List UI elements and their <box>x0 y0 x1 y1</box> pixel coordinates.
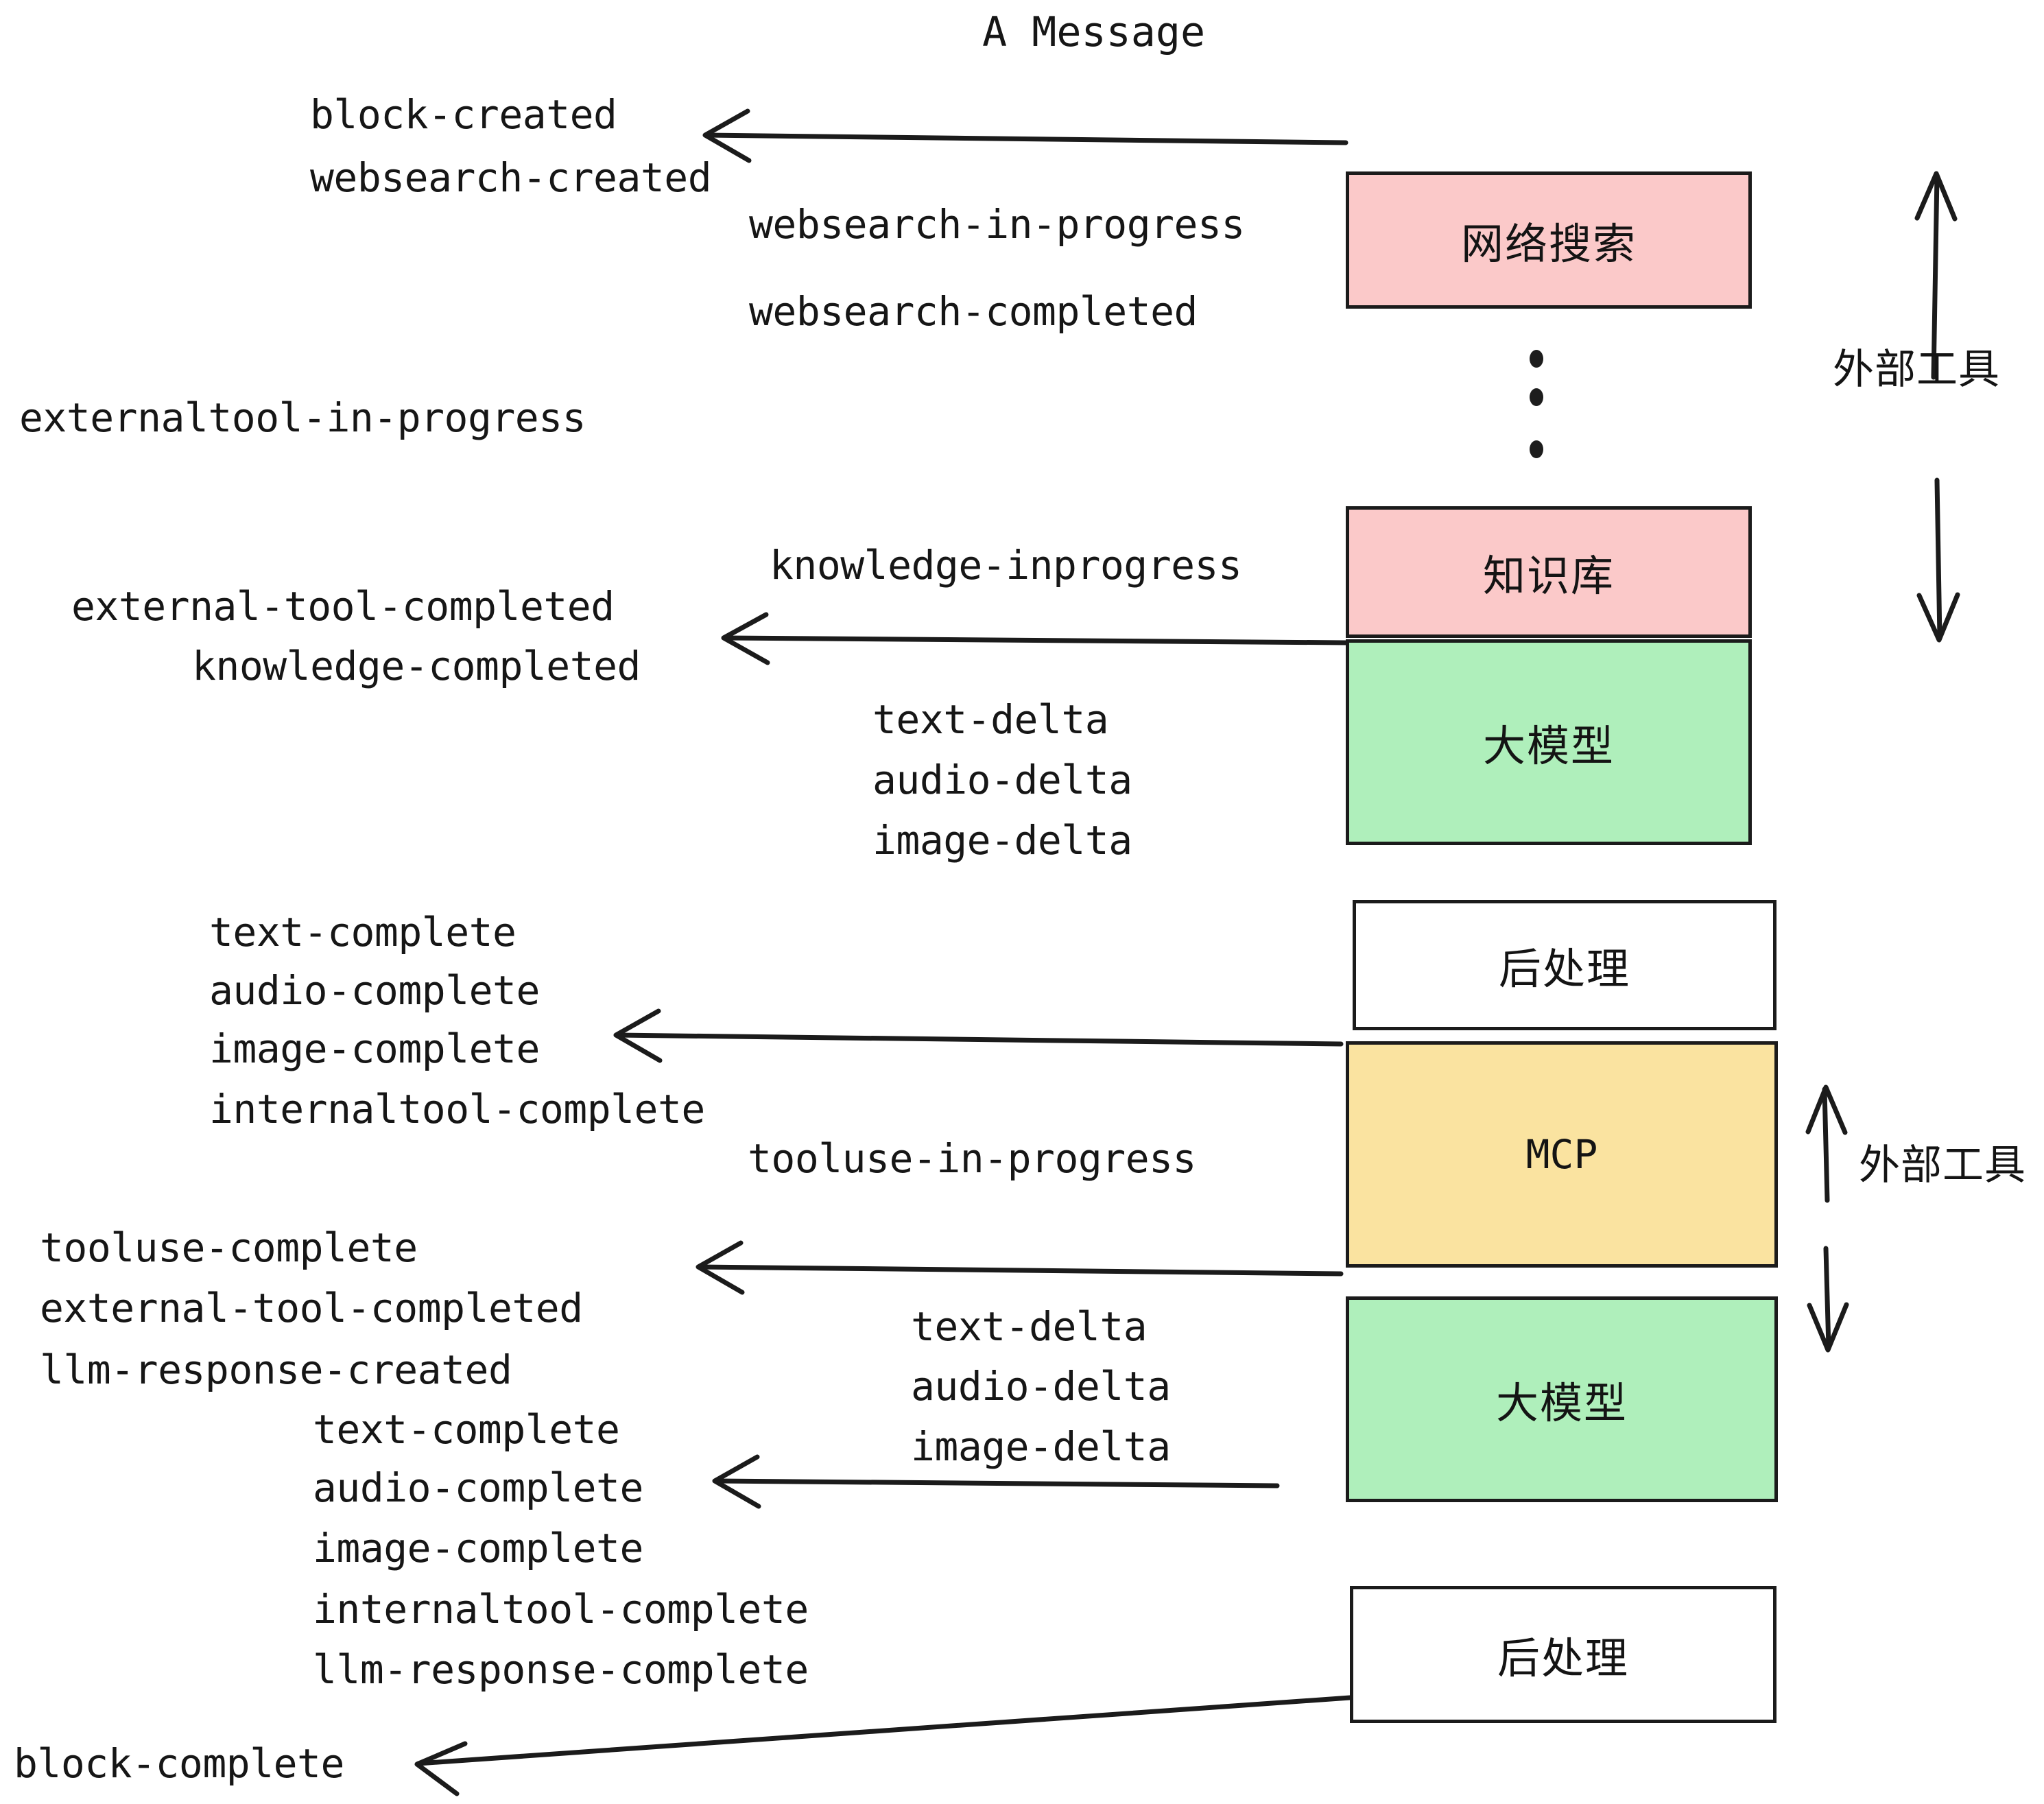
event-label-image-complete-2: image-complete <box>313 1525 643 1571</box>
event-label-websearch-in-progress: websearch-in-progress <box>749 201 1245 248</box>
event-label-image-complete-1: image-complete <box>209 1025 540 1072</box>
node-websearch[interactable]: 网络搜索 <box>1346 171 1752 309</box>
event-label-block-created: block-created <box>310 91 617 138</box>
side-label-external-tool-bottom: 外部工具 <box>1859 1141 2026 1189</box>
node-mcp-label: MCP <box>1525 1131 1598 1178</box>
event-label-llm-response-created: llm-response-created <box>40 1346 512 1393</box>
event-label-text-complete-2: text-complete <box>313 1406 620 1453</box>
event-label-text-delta-1: text-delta <box>872 696 1109 743</box>
event-label-knowledge-completed: knowledge-completed <box>192 643 641 689</box>
side-label-external-tool-top: 外部工具 <box>1833 346 2000 394</box>
node-knowledge-label: 知识库 <box>1482 551 1615 601</box>
event-label-text-delta-2: text-delta <box>911 1303 1148 1350</box>
page-title: A Message <box>982 8 1206 56</box>
event-label-text-complete-1: text-complete <box>209 909 516 956</box>
event-label-external-tool-completed-1: external-tool-completed <box>71 583 615 630</box>
ellipsis-dot <box>1530 350 1543 368</box>
node-llm-bottom[interactable]: 大模型 <box>1346 1296 1778 1502</box>
event-label-audio-complete-1: audio-complete <box>209 967 540 1014</box>
node-knowledge[interactable]: 知识库 <box>1346 506 1752 638</box>
event-label-tooluse-complete: tooluse-complete <box>40 1224 418 1271</box>
node-postprocess-bottom-label: 后处理 <box>1497 1633 1629 1683</box>
node-postprocess-top-label: 后处理 <box>1498 944 1630 994</box>
event-label-image-delta-1: image-delta <box>872 817 1132 864</box>
event-label-audio-delta-2: audio-delta <box>911 1363 1171 1410</box>
event-label-externaltool-in-progress: externaltool-in-progress <box>19 394 586 441</box>
node-mcp[interactable]: MCP <box>1346 1041 1778 1268</box>
event-label-audio-delta-1: audio-delta <box>872 757 1132 803</box>
node-websearch-label: 网络搜索 <box>1460 219 1637 269</box>
event-label-websearch-created: websearch-created <box>310 154 712 201</box>
event-label-websearch-completed: websearch-completed <box>749 288 1198 335</box>
ellipsis-dot <box>1530 440 1543 458</box>
event-label-llm-response-complete: llm-response-complete <box>313 1646 809 1693</box>
event-label-image-delta-2: image-delta <box>911 1423 1171 1470</box>
ellipsis-dot <box>1530 388 1543 406</box>
node-postprocess-top[interactable]: 后处理 <box>1353 900 1776 1030</box>
node-llm-top[interactable]: 大模型 <box>1346 639 1752 845</box>
event-label-internaltool-complete-1: internaltool-complete <box>209 1086 705 1132</box>
event-label-audio-complete-2: audio-complete <box>313 1464 643 1511</box>
event-label-block-complete: block-complete <box>14 1740 344 1787</box>
event-label-knowledge-inprogress: knowledge-inprogress <box>770 542 1242 589</box>
node-llm-top-label: 大模型 <box>1482 721 1615 771</box>
event-label-external-tool-completed-2: external-tool-completed <box>40 1285 583 1331</box>
node-postprocess-bottom[interactable]: 后处理 <box>1350 1586 1776 1723</box>
event-label-tooluse-in-progress: tooluse-in-progress <box>748 1135 1196 1182</box>
event-label-internaltool-complete-2: internaltool-complete <box>313 1586 809 1633</box>
node-llm-bottom-label: 大模型 <box>1495 1378 1628 1428</box>
